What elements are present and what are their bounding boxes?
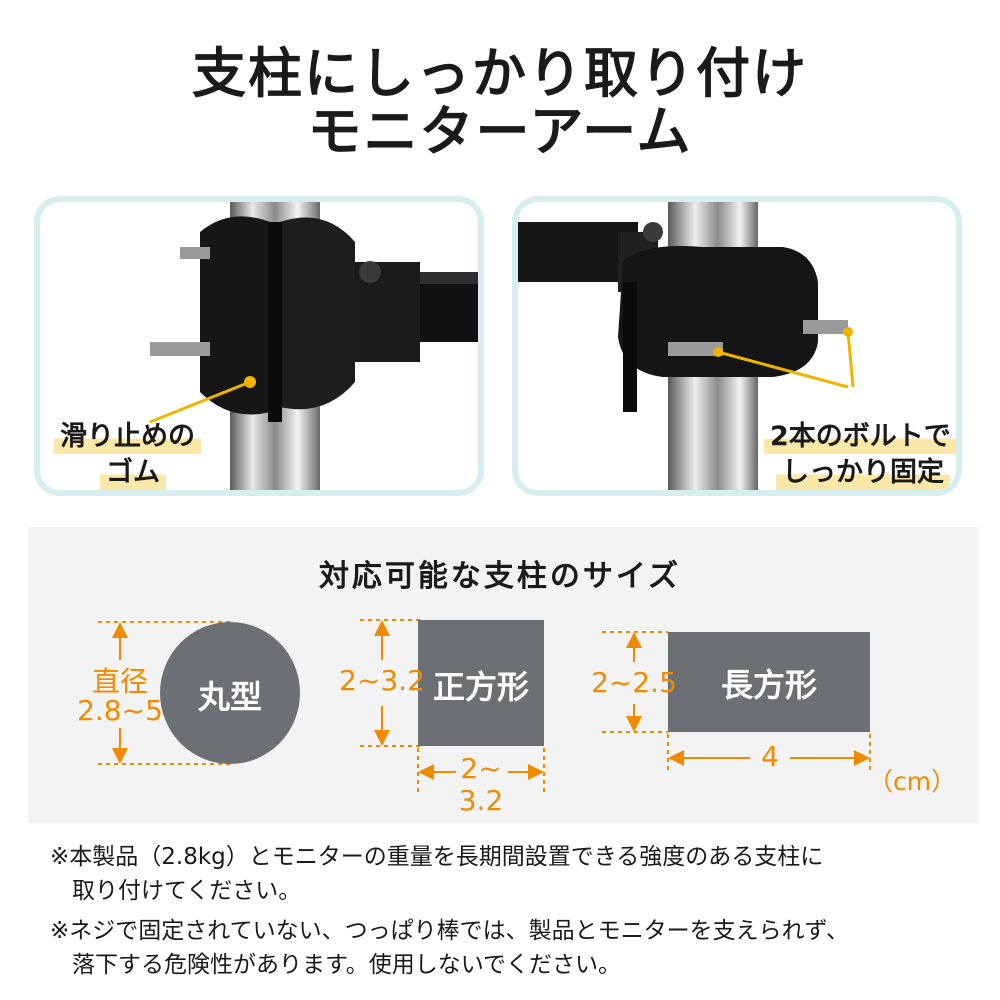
rect-pole-label: 長方形 [720,666,817,704]
page-title-line1: 支柱にしっかり取り付け [192,42,808,105]
left-callout-line1: 滑り止めの [54,420,201,454]
left-callout-line2: ゴム [100,456,166,490]
round-dim-label-line1: 直径 [91,665,148,698]
clamp-rubber-illustration [149,202,478,490]
round-dim-label-line2: 2.8~5 [77,694,163,727]
clamp-bolts-illustration [518,202,855,490]
round-pole-label: 丸型 [197,678,262,716]
square-pole-label: 正方形 [432,668,529,706]
round-pole-shape [160,622,300,764]
note1-line1: ※本製品（2.8kg）とモニターの重量を長期間設置できる強度のある支柱に [50,844,824,870]
unit-label: （cm） [868,767,957,796]
rect-width-label: 4 [761,740,779,773]
right-callout-line1: 2本のボルトで [764,420,956,454]
note1-line2: 取り付けてください。 [72,878,302,904]
square-pole-shape [418,620,544,746]
page-title-line2: モニターアーム [307,100,693,163]
size-panel-heading: 対応可能な支柱のサイズ [318,559,682,594]
note2-line1: ※ネジで固定されていない、つっぱり棒では、製品とモニターを支えられず、 [50,918,849,944]
note2-line2: 落下する危険性があります。使用しないでください。 [72,952,622,978]
square-height-label: 2~3.2 [339,664,425,697]
square-width-label-line2: 3.2 [458,784,504,817]
right-photo-card: 2本のボルトで しっかり固定 [512,196,962,496]
square-width-label-line1: 2~ [460,752,502,785]
left-photo-card: 滑り止めの ゴム [34,196,484,496]
rect-height-label: 2~2.5 [591,666,677,699]
right-callout-line2: しっかり固定 [776,456,950,490]
rect-pole-shape [668,632,870,732]
